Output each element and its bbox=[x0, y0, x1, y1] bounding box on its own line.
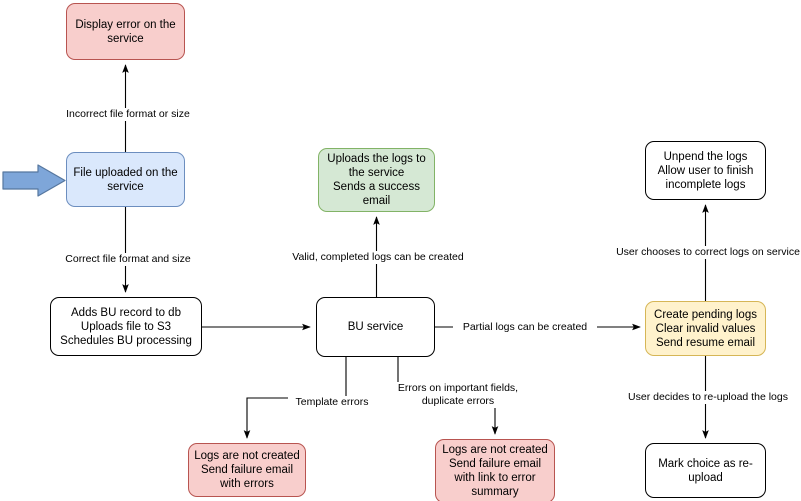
edge-label-template-errors: Template errors bbox=[288, 396, 376, 409]
edge-label-partial-logs: Partial logs can be created bbox=[453, 321, 597, 334]
node-bu-service[interactable]: BU service bbox=[316, 297, 435, 357]
node-logs-not-created-template[interactable]: Logs are not created Send failure email … bbox=[188, 443, 306, 497]
edge-label-incorrect-format: Incorrect file format or size bbox=[56, 108, 200, 121]
edge-label-important-fields: Errors on important fields, duplicate er… bbox=[393, 382, 523, 408]
node-label: Uploads the logs to the service Sends a … bbox=[327, 153, 426, 207]
node-label: BU service bbox=[347, 321, 404, 333]
node-mark-choice-reupload[interactable]: Mark choice as re- upload bbox=[645, 443, 766, 498]
input-block-arrow-icon bbox=[2, 164, 66, 197]
edge-label-user-reupload: User decides to re-upload the logs bbox=[618, 391, 798, 404]
node-label: Mark choice as re- upload bbox=[658, 457, 753, 484]
node-label: Create pending logs Clear invalid values… bbox=[654, 308, 757, 349]
node-label: File uploaded on the service bbox=[73, 166, 178, 193]
node-create-pending-logs[interactable]: Create pending logs Clear invalid values… bbox=[645, 301, 766, 356]
edge-label-user-corrects: User chooses to correct logs on service bbox=[608, 246, 801, 259]
node-label: Logs are not created Send failure email … bbox=[442, 444, 548, 498]
node-label: Unpend the logs Allow user to finish inc… bbox=[657, 150, 754, 191]
node-file-uploaded[interactable]: File uploaded on the service bbox=[66, 152, 185, 207]
node-label: Display error on the service bbox=[75, 18, 176, 45]
node-logs-not-created-fields[interactable]: Logs are not created Send failure email … bbox=[435, 439, 555, 501]
node-uploads-logs[interactable]: Uploads the logs to the service Sends a … bbox=[318, 148, 435, 212]
edge-label-correct-format: Correct file format and size bbox=[56, 253, 200, 266]
node-unpend-logs[interactable]: Unpend the logs Allow user to finish inc… bbox=[645, 141, 766, 200]
edge-label-valid-logs: Valid, completed logs can be created bbox=[283, 251, 473, 264]
node-label: Adds BU record to db Uploads file to S3 … bbox=[60, 306, 192, 347]
node-adds-bu-record[interactable]: Adds BU record to db Uploads file to S3 … bbox=[50, 297, 202, 356]
node-display-error[interactable]: Display error on the service bbox=[66, 3, 185, 60]
node-label: Logs are not created Send failure email … bbox=[194, 450, 300, 490]
